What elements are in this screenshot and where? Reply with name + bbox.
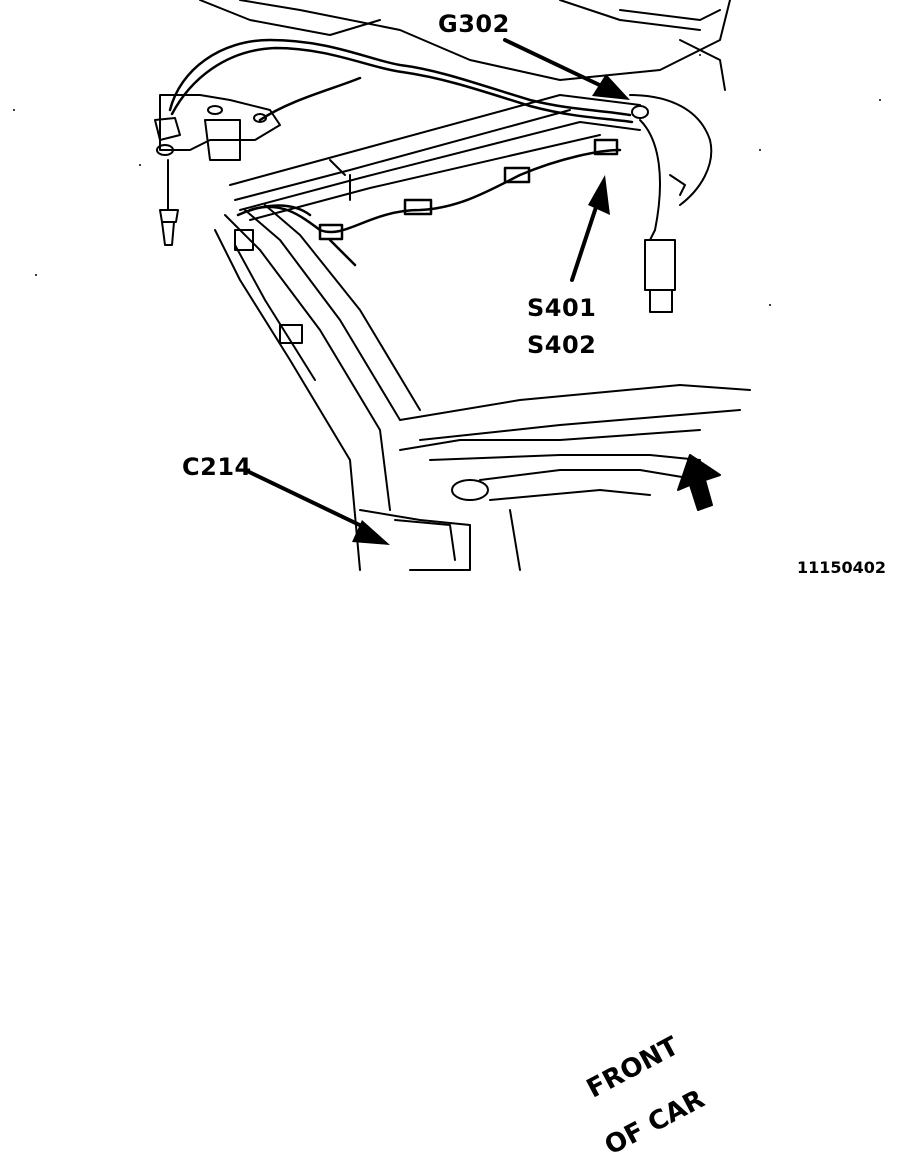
pointer-arrows (243, 38, 612, 532)
arrow-heads (352, 74, 630, 545)
c214-arrow (243, 468, 372, 532)
right-trim-panel (629, 94, 713, 313)
print-specks (13, 54, 881, 306)
a-pillar (214, 204, 421, 571)
figure-id: 11150402 (797, 558, 887, 577)
header-panel (229, 94, 641, 221)
callout-s402: S402 (527, 331, 597, 359)
dash-panel (359, 384, 751, 571)
callout-g302: G302 (438, 10, 510, 38)
s401-arrow (570, 193, 602, 282)
front-of-car-line2: OF CAR (600, 1084, 710, 1156)
wiring-harness-diagram: G302 S401 S402 C214 FRONT OF CAR 1115040… (13, 0, 887, 1156)
roof-wire-harness (168, 38, 634, 124)
harness-illustration (13, 0, 881, 571)
hinge-bracket (154, 94, 281, 246)
callout-c214: C214 (182, 453, 252, 481)
callout-s401: S401 (527, 294, 597, 322)
roof-panel (199, 0, 731, 91)
g302-arrow (503, 38, 612, 92)
header-wire (236, 138, 622, 267)
front-of-car-arrow (677, 454, 721, 511)
front-of-car-line1: FRONT (582, 1031, 684, 1105)
